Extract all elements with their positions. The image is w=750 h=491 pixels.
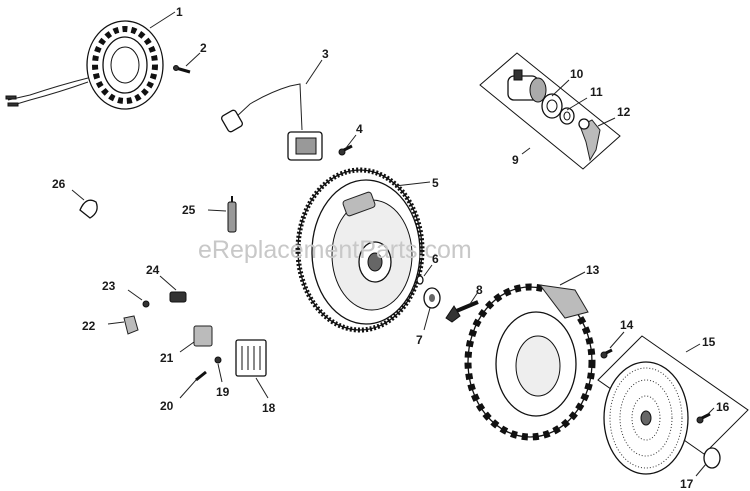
callout-15: 15 — [702, 335, 716, 349]
spark-plug-part — [227, 196, 237, 233]
clamp-part — [79, 199, 98, 219]
bracket-part — [193, 325, 213, 347]
nut-part — [142, 300, 150, 308]
callout-3: 3 — [322, 47, 329, 61]
callout-11: 11 — [590, 85, 603, 99]
callout-17: 17 — [680, 477, 694, 491]
callout-7: 7 — [416, 333, 423, 347]
watermark-text: eReplacementParts.com — [198, 236, 472, 264]
nut-part — [214, 356, 222, 364]
key-switch-assembly — [479, 52, 621, 170]
callout-26: 26 — [52, 177, 66, 191]
callout-13: 13 — [586, 263, 600, 277]
flywheel-bolt-part — [445, 300, 479, 323]
callout-14: 14 — [620, 318, 634, 332]
clip-part — [123, 315, 139, 335]
callout-22: 22 — [82, 319, 96, 333]
callout-24: 24 — [146, 263, 160, 277]
screw-part — [696, 412, 711, 424]
leader-line — [149, 11, 176, 29]
callout-1: 1 — [176, 5, 183, 19]
callout-2: 2 — [200, 41, 207, 55]
callout-10: 10 — [570, 67, 584, 81]
callout-8: 8 — [476, 283, 483, 297]
screw-part — [600, 348, 613, 359]
blower-housing-part — [464, 283, 596, 441]
callout-21: 21 — [160, 351, 174, 365]
screw-part — [195, 370, 207, 382]
callout-6: 6 — [432, 252, 439, 266]
screw-part — [173, 65, 191, 74]
ignition-module-part — [221, 83, 323, 161]
washer-part — [416, 275, 424, 285]
screw-part — [338, 144, 353, 156]
callout-23: 23 — [102, 279, 116, 293]
callout-12: 12 — [617, 105, 631, 119]
callout-4: 4 — [356, 122, 363, 136]
flywheel-part — [295, 167, 425, 333]
callout-9: 9 — [512, 153, 519, 167]
callout-25: 25 — [182, 203, 196, 217]
rectifier-part — [235, 339, 267, 377]
callout-19: 19 — [216, 385, 230, 399]
callout-20: 20 — [160, 399, 174, 413]
flywheel-washer-part — [423, 287, 441, 309]
stator-part — [5, 20, 164, 110]
callout-18: 18 — [262, 401, 276, 415]
callout-5: 5 — [432, 176, 439, 190]
block-part — [169, 291, 187, 303]
rotating-screen-assembly — [597, 335, 749, 475]
callout-16: 16 — [716, 400, 730, 414]
